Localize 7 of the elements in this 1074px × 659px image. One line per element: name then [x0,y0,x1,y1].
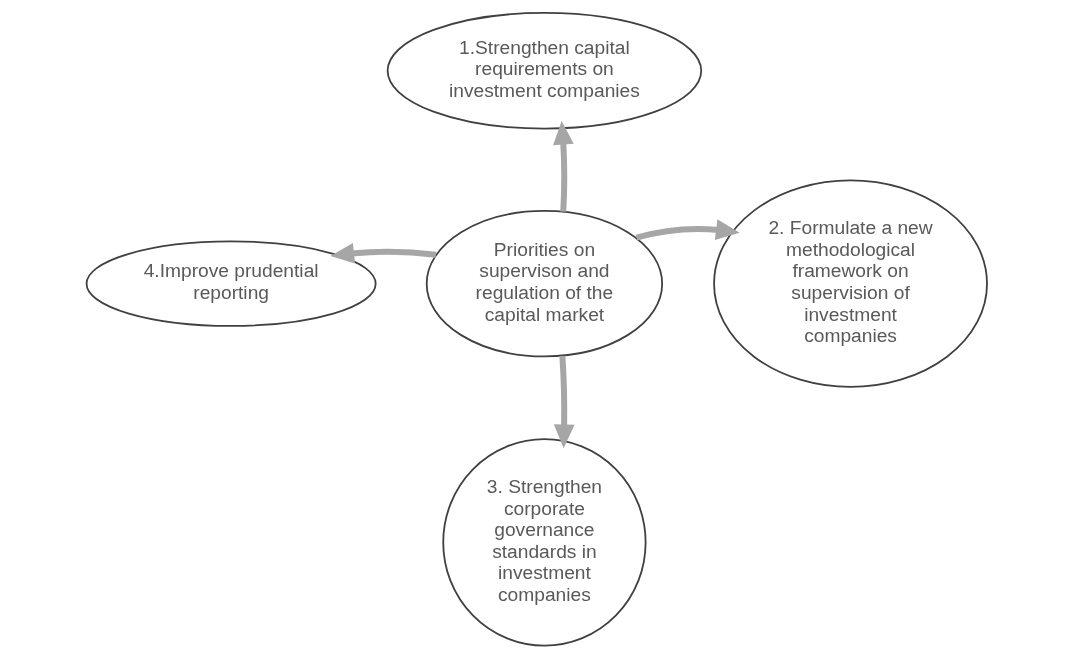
node-ellipse: Priorities on supervison and regulation of the capital market [425,210,664,358]
arrow [635,219,740,241]
node-circle: 3. Strengthen corporate governance standards in investment companies [442,438,647,647]
arrow [553,355,575,449]
arrow [330,242,437,264]
node-ellipse: 1.Strengthen capital requirements on investment companies [386,12,703,130]
arrow [553,120,574,212]
